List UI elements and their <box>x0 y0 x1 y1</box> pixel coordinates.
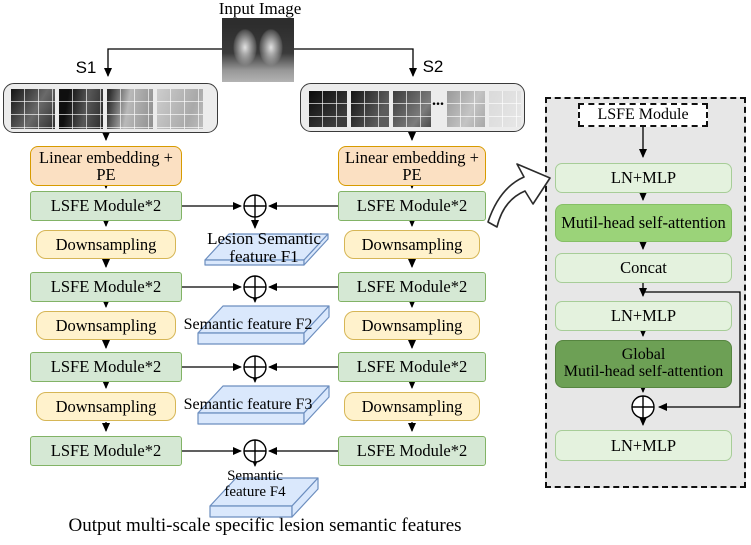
patch-image <box>351 91 389 127</box>
feature-slab-f4 <box>209 477 319 518</box>
panel-step-ln-mlp-3: LN+MLP <box>555 430 732 461</box>
input-image-label: Input Image <box>218 0 302 18</box>
left-stage-lsfe-1: LSFE Module*2 <box>30 191 182 221</box>
patch-image <box>107 89 153 129</box>
right-stage-downsampling-2: Downsampling <box>344 311 480 340</box>
panel-step-ln-mlp-1: LN+MLP <box>555 163 732 193</box>
add-circle-icon <box>243 194 655 463</box>
right-stage-downsampling-1: Downsampling <box>344 230 480 259</box>
left-stage-lsfe-2: LSFE Module*2 <box>30 272 182 302</box>
patch-image <box>59 89 103 129</box>
feature-slab-f2 <box>197 305 330 345</box>
feature-label-f1: Lesion Semantic feature F1 <box>207 229 321 267</box>
output-caption: Output multi-scale specific lesion seman… <box>68 515 462 536</box>
feature-slab-f3 <box>197 385 330 425</box>
feature-slab-f1 <box>204 233 329 266</box>
patch-image <box>157 89 203 129</box>
feature-label-f4: Semantic feature F4 <box>224 468 286 500</box>
left-stage-downsampling-1: Downsampling <box>36 230 176 259</box>
panel-title-box: LSFE Module <box>578 103 708 127</box>
branch-label-s2: S2 <box>422 57 444 76</box>
right-stage-downsampling-3: Downsampling <box>344 392 480 421</box>
patch-image <box>309 91 347 127</box>
left-stage-lsfe-4: LSFE Module*2 <box>30 436 182 466</box>
left-stage-linear-embedding: Linear embedding + PE <box>30 146 182 186</box>
panel-step-global-attention: Global Mutil-head self-attention <box>555 340 732 388</box>
feature-label-f3: Semantic feature F3 <box>183 396 313 413</box>
curved-arrow-icon <box>487 163 551 228</box>
right-stage-linear-embedding: Linear embedding + PE <box>338 146 486 186</box>
patch-image <box>393 91 431 127</box>
left-stage-lsfe-3: LSFE Module*2 <box>30 352 182 382</box>
panel-step-multihead-attention: Mutil-head self-attention <box>555 204 732 242</box>
branch-label-s1: S1 <box>75 58 97 77</box>
right-stage-lsfe-4: LSFE Module*2 <box>338 436 486 466</box>
panel-step-ln-mlp-2: LN+MLP <box>555 301 732 331</box>
feature-slab-icons <box>197 233 330 518</box>
feature-label-f2: Semantic feature F2 <box>183 316 313 333</box>
left-stage-downsampling-2: Downsampling <box>36 311 176 340</box>
s1-patch-strip <box>3 83 218 133</box>
right-stage-lsfe-3: LSFE Module*2 <box>338 352 486 382</box>
patch-image <box>489 91 521 127</box>
right-stage-lsfe-1: LSFE Module*2 <box>338 191 486 221</box>
right-stage-lsfe-2: LSFE Module*2 <box>338 272 486 302</box>
input-image <box>222 18 294 82</box>
s2-patch-strip: ... <box>300 83 525 132</box>
ellipsis-label: ... <box>432 92 444 109</box>
patch-image <box>11 89 55 129</box>
patch-image <box>447 91 485 127</box>
left-stage-downsampling-3: Downsampling <box>36 392 176 421</box>
panel-step-concat: Concat <box>555 253 732 283</box>
